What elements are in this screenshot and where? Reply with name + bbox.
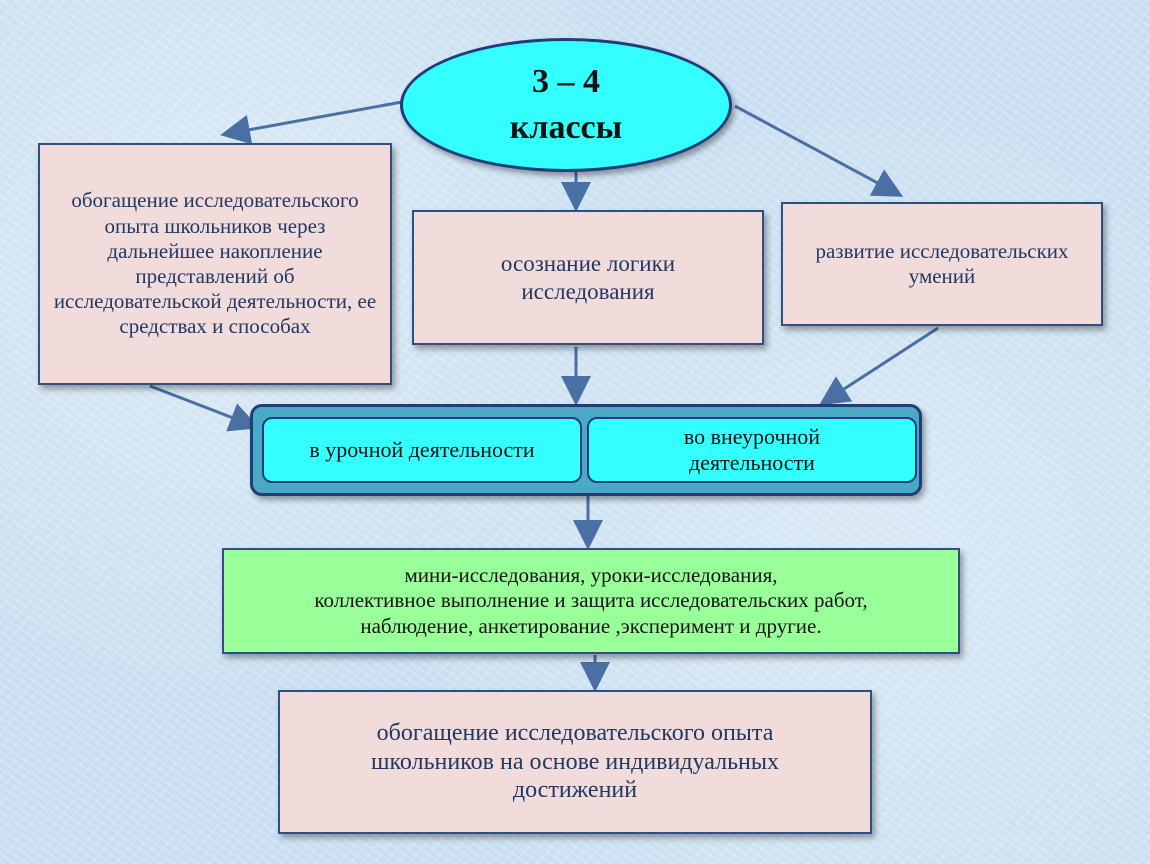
- grade-range: 3 – 4: [532, 63, 600, 101]
- methods-line-1: мини-исследования, уроки-исследования,: [404, 563, 778, 588]
- bottom-box: обогащение исследовательского опыта школ…: [278, 690, 872, 834]
- lesson-activity-box: в урочной деятельности: [262, 417, 582, 483]
- extracurricular-activity-text: во внеурочной деятельности: [683, 423, 821, 475]
- methods-line-2: коллективное выполнение и защита исследо…: [314, 588, 868, 613]
- center-box: осознание логики исследования: [412, 210, 764, 345]
- arrow-left-to-container: [149, 384, 260, 432]
- arrow-ellipse-to-right: [734, 104, 904, 197]
- methods-line-3: наблюдение, анкетирование ,эксперимент и…: [360, 613, 822, 638]
- extracurricular-activity-box: во внеурочной деятельности: [587, 417, 917, 483]
- center-box-text: осознание логики исследования: [500, 250, 676, 304]
- arrow-ellipse-to-left: [220, 100, 403, 145]
- right-box-text: развитие исследовательских умений: [815, 238, 1069, 288]
- left-box-text: обогащение исследовательского опыта школ…: [53, 188, 377, 339]
- left-box: обогащение исследовательского опыта школ…: [38, 143, 392, 385]
- arrow-right-to-container: [818, 326, 939, 406]
- bottom-box-text: обогащение исследовательского опыта школ…: [371, 719, 779, 804]
- grade-ellipse: 3 – 4 классы: [400, 38, 732, 172]
- lesson-activity-text: в урочной деятельности: [309, 436, 535, 462]
- grade-label: классы: [509, 109, 623, 146]
- activity-container: в урочной деятельности во внеурочной дея…: [250, 404, 922, 496]
- methods-box: мини-исследования, уроки-исследования, к…: [222, 548, 960, 654]
- right-box: развитие исследовательских умений: [781, 202, 1103, 326]
